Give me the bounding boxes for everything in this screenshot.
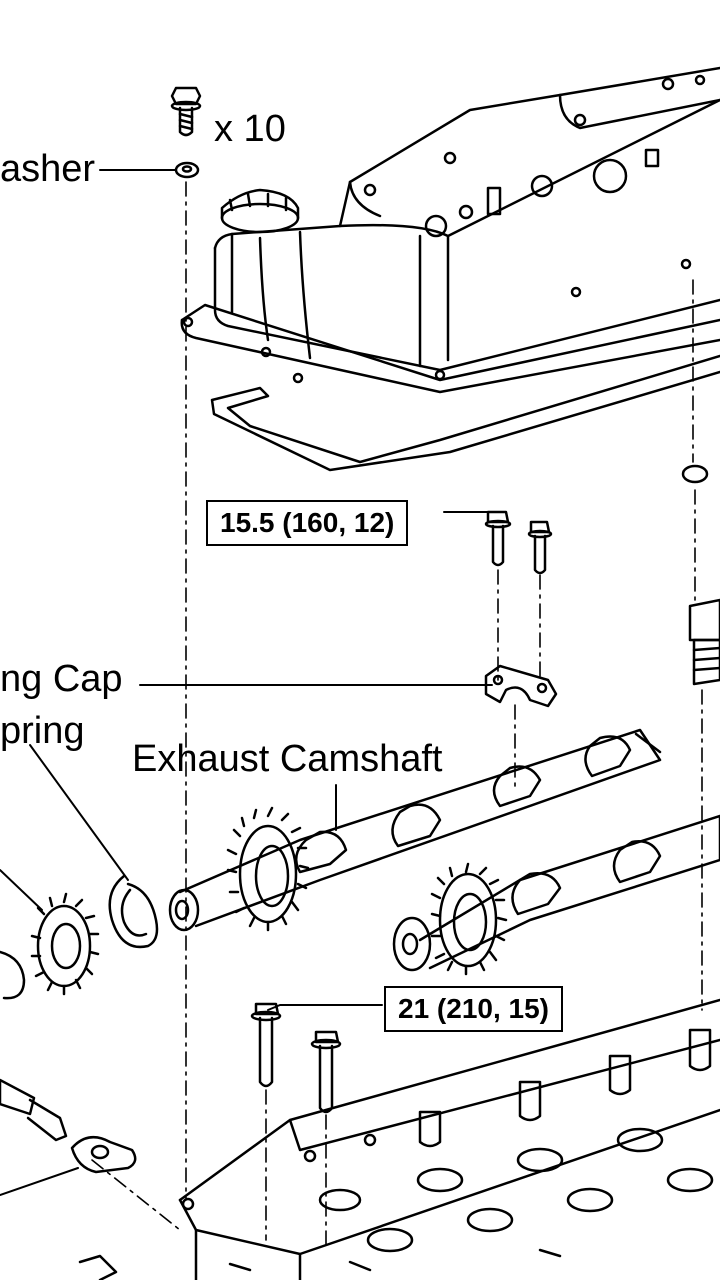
snap-ring-label: pring: [0, 710, 85, 752]
spark-plug-icon: [688, 598, 720, 686]
leader-lines: [0, 169, 495, 1196]
torque-spec-cap-bolt: 15.5 (160, 12): [206, 500, 409, 546]
camshaft-bearing-cap: [484, 664, 558, 708]
quantity-label: x 10: [214, 108, 286, 150]
vvt-sensor-icon: [0, 1078, 137, 1280]
bearing-cap-bolt-icon: [484, 510, 512, 567]
sub-gear-icon: [30, 892, 100, 996]
torque-spec-gear-bolt: 21 (210, 15): [384, 986, 563, 1032]
gear-bolt-icon-2: [310, 1030, 342, 1114]
cover-bolt-icon: [170, 86, 202, 137]
cover-gasket: [210, 354, 720, 472]
exhaust-camshaft-label: Exhaust Camshaft: [132, 738, 443, 780]
small-ring-icon: [0, 950, 26, 1000]
cylinder-head-cover: [180, 66, 720, 394]
bearing-cap-label: ng Cap: [0, 658, 123, 700]
bearing-cap-bolt-icon-2: [527, 520, 553, 575]
intake-camshaft: [392, 814, 720, 976]
snap-ring-icon: [108, 874, 159, 949]
alignment-lines: [91, 181, 703, 1246]
washer-label: asher: [0, 148, 96, 190]
gear-bolt-icon: [250, 1002, 282, 1088]
cylinder-head: [178, 998, 720, 1280]
washer-icon: [174, 161, 200, 179]
exhaust-camshaft: [168, 728, 662, 932]
right-washer-icon: [681, 464, 709, 484]
